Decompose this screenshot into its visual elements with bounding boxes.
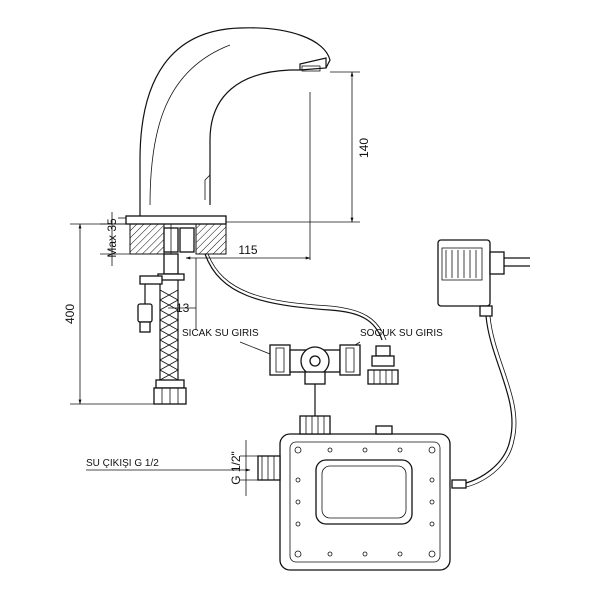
dimension-thread-label: G 1/2" — [229, 451, 243, 485]
mixing-valve — [269, 344, 399, 385]
dimension-115-label: 115 — [238, 243, 257, 257]
supply-hose — [153, 253, 187, 405]
deck-section — [129, 223, 227, 260]
power-adapter — [437, 239, 530, 317]
dimension-thread: G 1/2" — [229, 440, 258, 496]
label-cold-inlet: SOGUK SU GIRIS — [360, 328, 443, 339]
dimension-140: 140 — [226, 71, 371, 223]
dimension-400: 400 — [63, 223, 154, 405]
dimension-max35-label: Max 35 — [105, 218, 119, 258]
dimension-13: 13 — [168, 258, 197, 330]
control-box — [257, 384, 451, 571]
dimension-140-label: 140 — [357, 138, 371, 158]
dimension-400-label: 400 — [63, 304, 77, 324]
sensor-cable — [204, 253, 383, 341]
label-water-outlet: SU ÇIKIŞI G 1/2 — [86, 458, 159, 469]
power-cable — [461, 315, 513, 485]
faucet-body — [118, 27, 331, 225]
fixing-bracket — [137, 275, 163, 333]
label-hot-inlet: SICAK SU GIRIS — [182, 328, 259, 339]
dimension-115: 115 — [185, 243, 311, 260]
dimension-13-label: 13 — [176, 301, 190, 315]
